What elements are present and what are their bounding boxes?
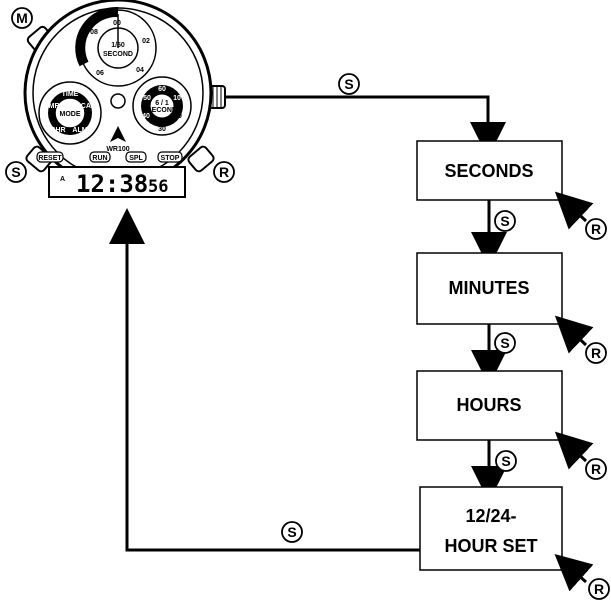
top-sub-scale-label: 08 [90,29,98,36]
lcd-time: 12:38 [76,170,148,198]
top-sub-scale-label: 06 [96,70,104,77]
r-callout [585,218,607,240]
s-callout-label: S [500,213,509,229]
r-callout-label: R [591,221,601,237]
s-callout-label: S [344,76,353,92]
step-minutes: MINUTES [416,252,563,325]
run-label: RUN [92,155,107,162]
s-callout-label: S [287,524,296,540]
right-sub-scale-label: 10 [173,95,181,102]
right-sub-scale-label: 30 [158,126,166,133]
s-callout [495,450,517,472]
top-sub-subtitle: SECOND [103,51,133,58]
right-sub-scale-label: 60 [158,86,166,93]
r-callout [585,342,607,364]
r-callout [585,458,607,480]
spl-label: SPL [129,155,143,162]
flow-connectors [109,95,507,552]
mode-alm: ALM [72,127,87,134]
run-button[interactable] [89,151,111,163]
right-sub-scale-label: 50 [143,95,151,102]
step-12-24-hour-set: 12/24- HOUR SET [419,486,563,571]
r-pointer-arrow [554,191,594,230]
r-callout-label: R [591,345,601,361]
right-sub-scale-label: 20 [174,113,182,120]
watch-illustration: 00 02 04 06 08 1/50 SECOND MODE TIME CAL… [5,0,235,198]
spl-button[interactable] [125,151,147,163]
dial-button-row: RESET RUN SPL STOP [36,151,183,163]
step-hours: HOURS [416,370,563,441]
water-resist-label: WR100 [106,146,129,153]
step-hours-label: HOURS [456,395,521,415]
s-callout-label: S [501,453,510,469]
brand-logo [110,126,126,142]
right-sub-title: 6 / 1 [155,100,169,107]
s-callout [494,332,516,354]
s-callout-label: S [500,335,509,351]
right-sub-scale-label: 40 [142,113,150,120]
arrow-return-to-watch [109,208,420,552]
stop-button[interactable] [157,151,183,163]
lcd-indicator: A [60,176,65,183]
callout-s-label: S [11,164,20,180]
mode-label: MODE [60,111,81,118]
s-callout [281,521,303,543]
right-sub-subtitle: SECOND [147,107,177,114]
r-callout-label: R [594,581,604,597]
top-sub-scale-label: 02 [142,38,150,45]
reset-label: RESET [38,155,62,162]
callout-m-label: M [16,10,28,26]
arrow-watch-to-seconds [225,95,506,158]
top-subdial: 00 02 04 06 08 1/50 SECOND [75,6,157,87]
r-pointer-arrow [554,315,594,354]
lcd-display: A 12:38 56 [48,166,186,198]
callout-r-label: R [219,164,229,180]
r-pointer-arrow [554,554,594,592]
r-callout [588,578,610,600]
step-minutes-label: MINUTES [449,278,530,298]
step-1224-label-line2: HOUR SET [444,536,537,556]
pusher-r[interactable] [187,145,215,173]
stop-label: STOP [161,155,180,162]
top-sub-scale-label: 04 [136,67,144,74]
top-sub-scale-label: 00 [113,20,121,27]
mode-tmr: TMR [44,103,59,110]
s-callout [494,210,516,232]
right-subdial: 6 / 1 SECOND 60 10 20 30 40 50 [132,76,192,136]
r-callouts: R R R R [554,191,610,600]
callout-r [213,161,235,183]
center-pinion [110,93,126,109]
step-seconds: SECONDS [416,140,563,201]
step-1224-label-line1: 12/24- [465,506,516,526]
r-pointer-arrow [554,431,594,470]
callout-m [11,7,33,29]
r-callout-label: R [591,461,601,477]
left-subdial: MODE TIME CAL ALM CHR TMR [38,81,102,145]
lcd-seconds: 56 [148,177,168,197]
s-callouts: S S S S S [281,73,517,543]
mode-chr: CHR [50,127,65,134]
s-callout [338,73,360,95]
reset-button[interactable] [36,151,64,163]
callout-s [5,161,27,183]
mode-cal: CAL [81,103,96,110]
mode-time: TIME [62,91,79,98]
step-seconds-label: SECONDS [444,161,533,181]
